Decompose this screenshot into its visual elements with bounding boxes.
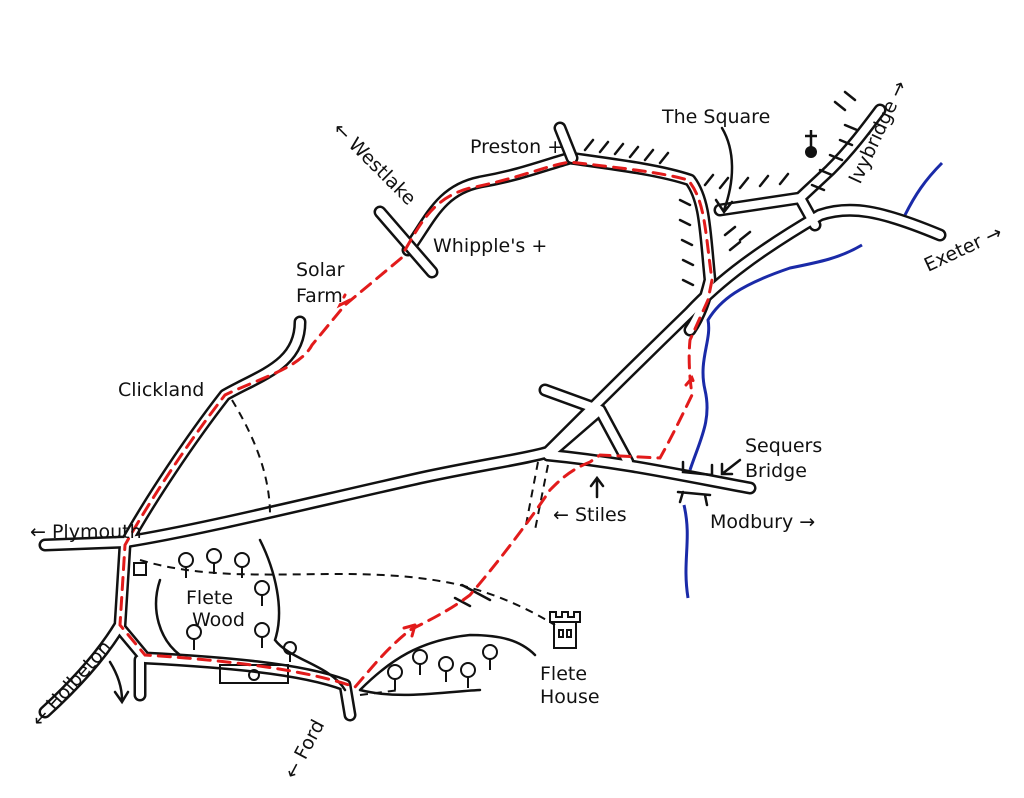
tree-icon bbox=[248, 669, 260, 681]
tree-icon bbox=[438, 656, 454, 682]
tree-icon bbox=[254, 580, 270, 606]
castle-icon bbox=[549, 611, 581, 649]
tree-icon bbox=[387, 664, 403, 690]
labels: ← Westlake Preston + Whipple's + The Squ… bbox=[27, 77, 1005, 782]
footpath bbox=[139, 559, 556, 626]
tree-icon bbox=[234, 552, 250, 578]
footpath bbox=[231, 399, 271, 516]
label-preston: Preston + bbox=[470, 136, 563, 158]
woodland-outline bbox=[358, 633, 537, 697]
roads bbox=[38, 90, 947, 722]
arrow-icon bbox=[108, 660, 130, 705]
tree-icon bbox=[460, 662, 476, 688]
tree-icon bbox=[178, 552, 194, 578]
tree-icon bbox=[206, 548, 222, 574]
label-ford: ← Ford bbox=[280, 716, 329, 782]
label-solar-farm: Farm bbox=[296, 285, 343, 307]
church-icon bbox=[805, 130, 817, 158]
river bbox=[682, 243, 863, 599]
walking-route bbox=[118, 160, 714, 689]
label-flete-house: House bbox=[540, 686, 600, 708]
stile bbox=[453, 583, 492, 608]
building bbox=[133, 562, 147, 576]
tree-icon bbox=[482, 644, 498, 670]
building bbox=[219, 664, 289, 684]
arrow-icon bbox=[714, 126, 734, 215]
label-flete-wood: Wood bbox=[192, 609, 245, 631]
label-flete-house: Flete bbox=[540, 663, 587, 685]
tree-icon bbox=[283, 641, 297, 662]
label-flete-wood: Flete bbox=[186, 587, 233, 609]
label-solar-farm: Solar bbox=[296, 259, 345, 281]
label-modbury: Modbury → bbox=[710, 511, 815, 533]
label-whipples: Whipple's + bbox=[433, 235, 547, 257]
flete-wood-outline bbox=[154, 538, 347, 692]
river-upper bbox=[903, 161, 944, 216]
label-stiles: ← Stiles bbox=[553, 504, 627, 526]
trees bbox=[178, 548, 498, 690]
arrow-icon bbox=[589, 475, 605, 499]
label-sequers-bridge: Sequers bbox=[745, 435, 822, 457]
arrow-icon bbox=[720, 458, 742, 476]
footpath bbox=[524, 461, 549, 531]
route-arrow-icon bbox=[336, 293, 698, 638]
label-plymouth: ← Plymouth bbox=[30, 521, 142, 543]
label-clickland: Clickland bbox=[118, 379, 204, 401]
tree-icon bbox=[254, 622, 270, 648]
label-holbeton: ← Holbeton bbox=[27, 636, 116, 731]
label-the-square: The Square bbox=[661, 106, 770, 128]
bridge-marks bbox=[676, 460, 714, 507]
label-sequers-bridge: Bridge bbox=[745, 460, 807, 482]
tree-icon bbox=[412, 649, 428, 675]
tree-icon bbox=[186, 624, 202, 650]
label-westlake: ← Westlake bbox=[328, 118, 420, 210]
